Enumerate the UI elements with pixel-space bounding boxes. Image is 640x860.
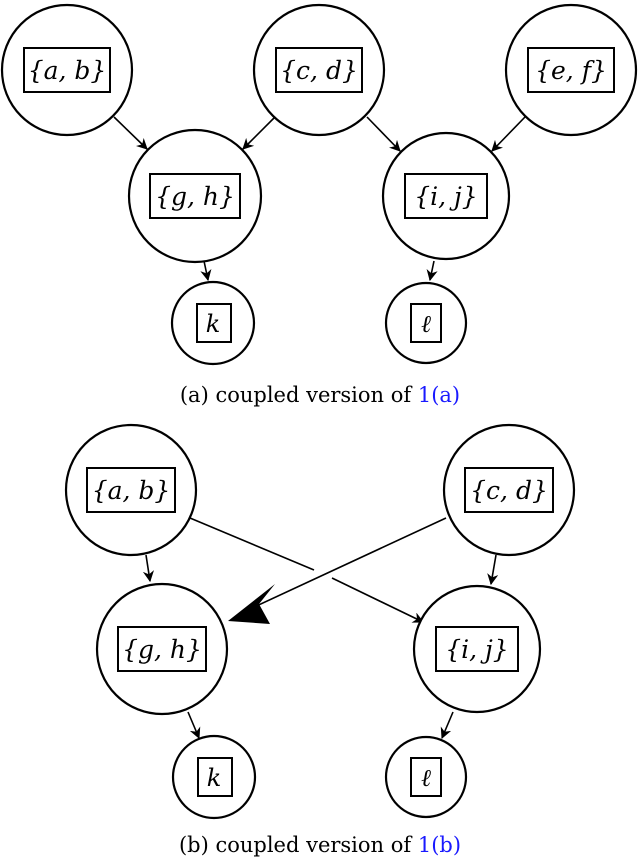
node-ij: {i, j} — [412, 584, 542, 714]
node-cd: {c, d} — [442, 423, 576, 557]
node-cd-label: {c, d} — [280, 56, 358, 85]
node-ab-label: {a, b} — [92, 476, 171, 505]
edge-ef-ij — [491, 116, 526, 152]
edge-cd-ij — [487, 554, 499, 586]
node-k-label: k — [207, 764, 222, 792]
node-ij-label: {i, j} — [414, 182, 477, 211]
edge-gh-k — [200, 260, 212, 282]
node-cd: {c, d} — [252, 3, 386, 137]
node-ij-label: {i, j} — [445, 635, 508, 664]
node-l-label: ℓ — [421, 764, 431, 792]
edge-cd-gh — [242, 116, 276, 150]
diagram-b: {a, b} {c, d} {g, h} {i, j} k ℓ (b) — [64, 423, 576, 857]
node-ef: {e, f} — [504, 3, 638, 137]
edge-cd-ij — [366, 116, 401, 152]
caption-a-ref-link[interactable]: 1(a) — [418, 383, 460, 407]
node-gh: {g, h} — [95, 582, 229, 716]
node-gh: {g, h} — [127, 128, 263, 264]
node-cd-label: {c, d} — [470, 476, 548, 505]
edge-ab-gh — [142, 554, 155, 583]
diagram-a: {a, b} {c, d} {e, f} {g, h} {i, j} k — [0, 3, 638, 407]
node-ef-label: {e, f} — [535, 56, 607, 85]
edge-ij-l — [440, 711, 454, 740]
node-l: ℓ — [384, 735, 468, 819]
edge-ab-ij-part1 — [189, 517, 315, 571]
edge-ij-l — [426, 260, 438, 282]
edge-cd-gh — [251, 517, 447, 609]
edge-gh-k — [187, 711, 201, 740]
edge-ab-ij-part2 — [331, 577, 425, 623]
node-k: k — [170, 280, 256, 366]
edge-ab-gh — [113, 116, 148, 150]
caption-b-text: (b) coupled version of — [179, 833, 418, 857]
edge-cd-gh-arrowhead — [228, 584, 275, 624]
node-ab: {a, b} — [64, 423, 198, 557]
node-ij: {i, j} — [381, 131, 511, 261]
caption-a: (a) coupled version of 1(a) — [180, 383, 460, 407]
node-l-label: ℓ — [421, 310, 431, 338]
node-k: k — [171, 734, 257, 820]
caption-a-text: (a) coupled version of — [180, 383, 418, 407]
caption-b: (b) coupled version of 1(b) — [179, 833, 461, 857]
node-ab-label: {a, b} — [28, 56, 107, 85]
node-ab: {a, b} — [0, 3, 134, 137]
node-l: ℓ — [384, 281, 468, 365]
node-gh-label: {g, h} — [155, 182, 235, 211]
node-gh-label: {g, h} — [122, 635, 202, 664]
node-k-label: k — [206, 310, 221, 338]
caption-b-ref-link[interactable]: 1(b) — [418, 833, 461, 857]
